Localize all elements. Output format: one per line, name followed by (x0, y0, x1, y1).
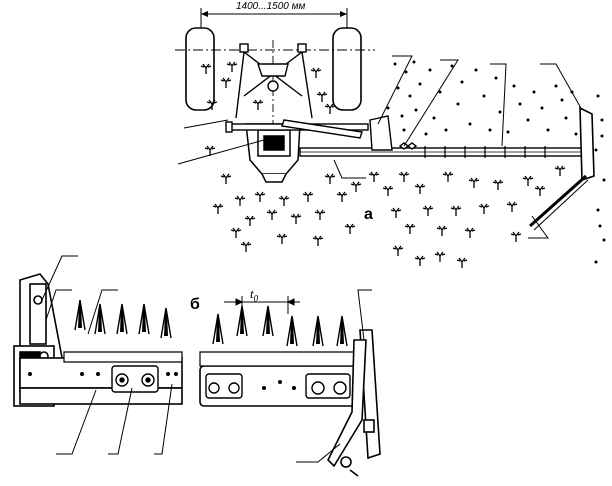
panel-b-cutter-detail (13, 255, 381, 477)
leader-lines-a (177, 55, 583, 239)
pitch-dimension (224, 296, 300, 314)
left-wheel (185, 27, 215, 111)
track-width-dimension (200, 8, 348, 40)
outer-divider (327, 329, 381, 477)
right-wheel (332, 27, 362, 111)
leader-lines-b (41, 255, 372, 463)
knife-pitch-label: t0 (250, 286, 258, 304)
standing-crop (386, 60, 606, 264)
swath-board (529, 174, 587, 228)
knife-bar-left (19, 299, 183, 405)
knife-bar-right (199, 305, 361, 407)
panel-a-top-view (175, 8, 606, 269)
hitch-frame (235, 43, 313, 119)
pitch-subscript: 0 (253, 293, 259, 304)
drawbar (225, 119, 369, 139)
panel-a-label: а (364, 206, 373, 223)
gearbox (245, 123, 301, 183)
pitch-symbol: t (250, 286, 254, 301)
track-width-label: 1400...1500 мм (236, 1, 306, 12)
outer-shoe (579, 106, 595, 182)
panel-b-label: б (190, 296, 200, 313)
